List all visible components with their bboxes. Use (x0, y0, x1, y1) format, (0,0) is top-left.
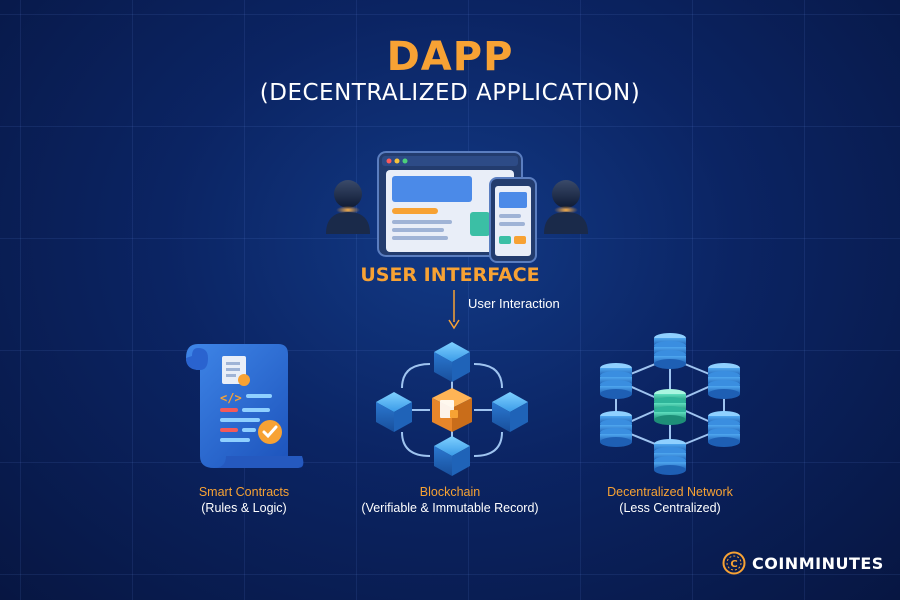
cube-top (434, 342, 470, 382)
blockchain-subtitle: (Verifiable & Immutable Record) (361, 501, 539, 515)
blockchain-title: Blockchain (419, 485, 481, 499)
smart-contracts-title: Smart Contracts (198, 485, 290, 499)
user-avatar-left-icon (326, 180, 370, 234)
brand-name: COINMINUTES (752, 553, 884, 573)
decentralized-network-caption: Decentralized Network (Less Centralized) (550, 484, 790, 516)
browser-window-icon (377, 151, 523, 257)
smart-contracts-subtitle: (Rules & Logic) (201, 501, 287, 515)
user-interaction-label: User Interaction (468, 296, 560, 311)
svg-text:</>: </> (220, 391, 242, 405)
blockchain-cubes-icon (376, 342, 528, 476)
decentralized-network-title: Decentralized Network (607, 485, 733, 499)
decentralized-network-subtitle: (Less Centralized) (619, 501, 721, 515)
mobile-phone-icon (489, 177, 537, 263)
page-title: DAPP (386, 34, 514, 80)
coinminutes-logo-icon: C (722, 551, 746, 575)
blockchain-caption: Blockchain (Verifiable & Immutable Recor… (330, 484, 570, 516)
user-interface-label: USER INTERFACE (360, 264, 540, 286)
cube-left (376, 392, 412, 432)
user-interface-illustration (326, 151, 588, 263)
down-arrow-icon (448, 290, 460, 330)
lock-document-icon (432, 388, 472, 432)
server-network-icon (600, 333, 740, 475)
cube-bottom (434, 436, 470, 476)
cube-right (492, 392, 528, 432)
smart-contract-scroll-icon: </> (186, 344, 304, 468)
page-subtitle: (DECENTRALIZED APPLICATION) (259, 80, 641, 106)
smart-contracts-caption: Smart Contracts (Rules & Logic) (124, 484, 364, 516)
user-avatar-right-icon (544, 180, 588, 234)
svg-text:C: C (730, 559, 737, 570)
brand-logo: C COINMINUTES (722, 551, 884, 575)
